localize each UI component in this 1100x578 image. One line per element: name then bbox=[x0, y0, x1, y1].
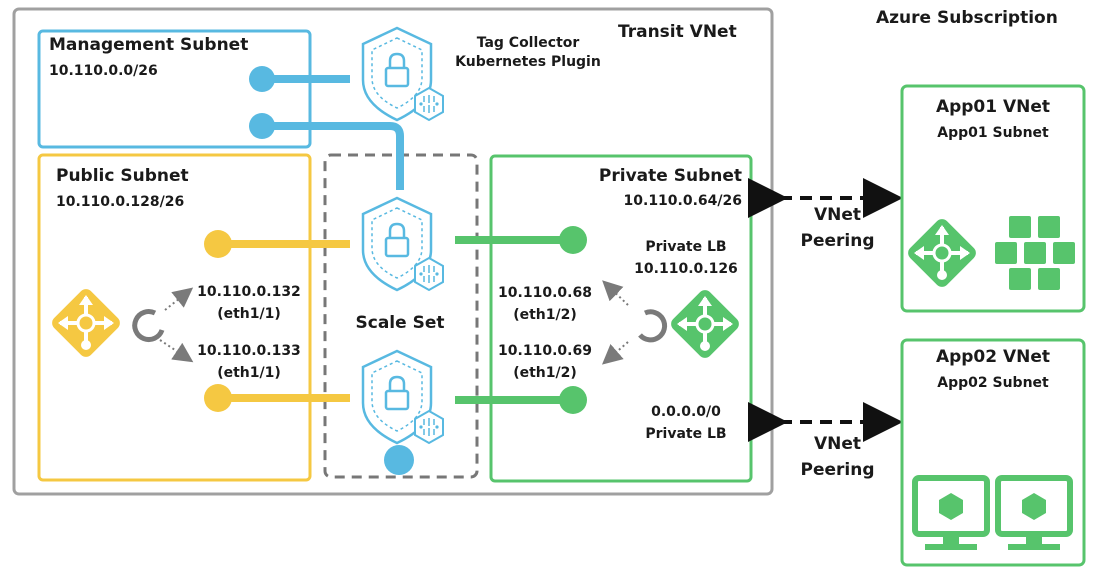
scale-set-port bbox=[384, 445, 414, 475]
private-port-1 bbox=[559, 226, 587, 254]
transit-vnet-box bbox=[12, 7, 774, 496]
public-interface-1-ip: 10.110.0.132 bbox=[197, 284, 301, 300]
app01-vnet-box bbox=[900, 84, 1086, 313]
private-subnet-cidr: 10.110.0.64/26 bbox=[623, 193, 742, 209]
mgmt-link-firewall bbox=[262, 122, 404, 190]
firewall-2-shield-icon bbox=[361, 349, 445, 445]
private-port-2 bbox=[559, 386, 587, 414]
public-lb-balance-icon bbox=[132, 287, 194, 363]
peering-2-line2: Peering bbox=[800, 460, 875, 480]
public-interface-2: 10.110.0.133 (eth1/1) bbox=[190, 343, 308, 381]
public-subnet-box bbox=[37, 153, 312, 482]
app02-subnet-label: App02 Subnet bbox=[937, 375, 1049, 391]
private-lb-balance-icon bbox=[601, 280, 668, 365]
app02-vnet-title: App02 VNet bbox=[935, 347, 1051, 367]
public-subnet-title: Public Subnet bbox=[56, 166, 189, 186]
public-interface-2-ip: 10.110.0.133 bbox=[197, 343, 301, 359]
tag-collector-shield-icon bbox=[361, 26, 445, 122]
tag-collector-label: Tag Collector Kubernetes Plugin bbox=[448, 35, 608, 70]
mgmt-port-2 bbox=[249, 113, 275, 139]
private-interface-2-name: (eth1/2) bbox=[513, 365, 577, 381]
app01-subnet-label: App01 Subnet bbox=[937, 125, 1049, 141]
tag-collector-line2: Kubernetes Plugin bbox=[455, 54, 601, 70]
public-subnet-cidr: 10.110.0.128/26 bbox=[56, 194, 185, 210]
default-route-target: Private LB bbox=[645, 426, 727, 442]
peering-2-line1: VNet bbox=[813, 434, 862, 454]
public-interface-1: 10.110.0.132 (eth1/1) bbox=[190, 284, 308, 322]
app01-vnet-title: App01 VNet bbox=[935, 97, 1051, 117]
app02-vnet-box bbox=[900, 338, 1086, 567]
scale-set-title: Scale Set bbox=[355, 313, 445, 333]
management-subnet-box bbox=[37, 29, 312, 149]
private-interface-1: 10.110.0.68 (eth1/2) bbox=[490, 285, 600, 323]
peering-1-line1: VNet bbox=[813, 205, 862, 225]
management-subnet-title: Management Subnet bbox=[49, 35, 249, 55]
tag-collector-line1: Tag Collector bbox=[476, 35, 580, 51]
private-lb-name: Private LB bbox=[645, 239, 727, 255]
private-subnet-box bbox=[489, 154, 753, 483]
default-route-label: 0.0.0.0/0 Private LB bbox=[630, 404, 742, 442]
app02-vm-icon-2 bbox=[995, 475, 1073, 550]
default-route-cidr: 0.0.0.0/0 bbox=[651, 404, 721, 420]
transit-vnet-title: Transit VNet bbox=[618, 22, 737, 42]
firewall-1-shield-icon bbox=[361, 196, 445, 292]
peering-label-app02: VNet Peering bbox=[785, 434, 890, 480]
app02-vm-icon-1 bbox=[912, 475, 990, 550]
private-subnet-title: Private Subnet bbox=[598, 166, 742, 186]
private-interface-2: 10.110.0.69 (eth1/2) bbox=[490, 343, 600, 381]
private-interface-2-ip: 10.110.0.69 bbox=[498, 343, 592, 359]
management-subnet-cidr: 10.110.0.0/26 bbox=[49, 63, 158, 79]
private-lb-label: Private LB 10.110.0.126 bbox=[630, 239, 742, 277]
private-interface-1-name: (eth1/2) bbox=[513, 307, 577, 323]
peering-label-app01: VNet Peering bbox=[785, 205, 890, 251]
mgmt-port-1 bbox=[249, 66, 275, 92]
app01-containers-icon bbox=[995, 216, 1075, 290]
azure-subscription-title: Azure Subscription bbox=[876, 8, 1058, 28]
peering-1-line2: Peering bbox=[800, 231, 875, 251]
private-interface-1-ip: 10.110.0.68 bbox=[498, 285, 592, 301]
public-interface-1-name: (eth1/1) bbox=[217, 306, 281, 322]
public-port-1 bbox=[204, 230, 232, 258]
public-port-2 bbox=[204, 384, 232, 412]
public-interface-2-name: (eth1/1) bbox=[217, 365, 281, 381]
app01-lb-icon bbox=[908, 219, 976, 287]
private-lb-icon bbox=[671, 290, 739, 358]
private-lb-ip: 10.110.0.126 bbox=[634, 261, 738, 277]
public-lb-icon bbox=[52, 289, 120, 357]
